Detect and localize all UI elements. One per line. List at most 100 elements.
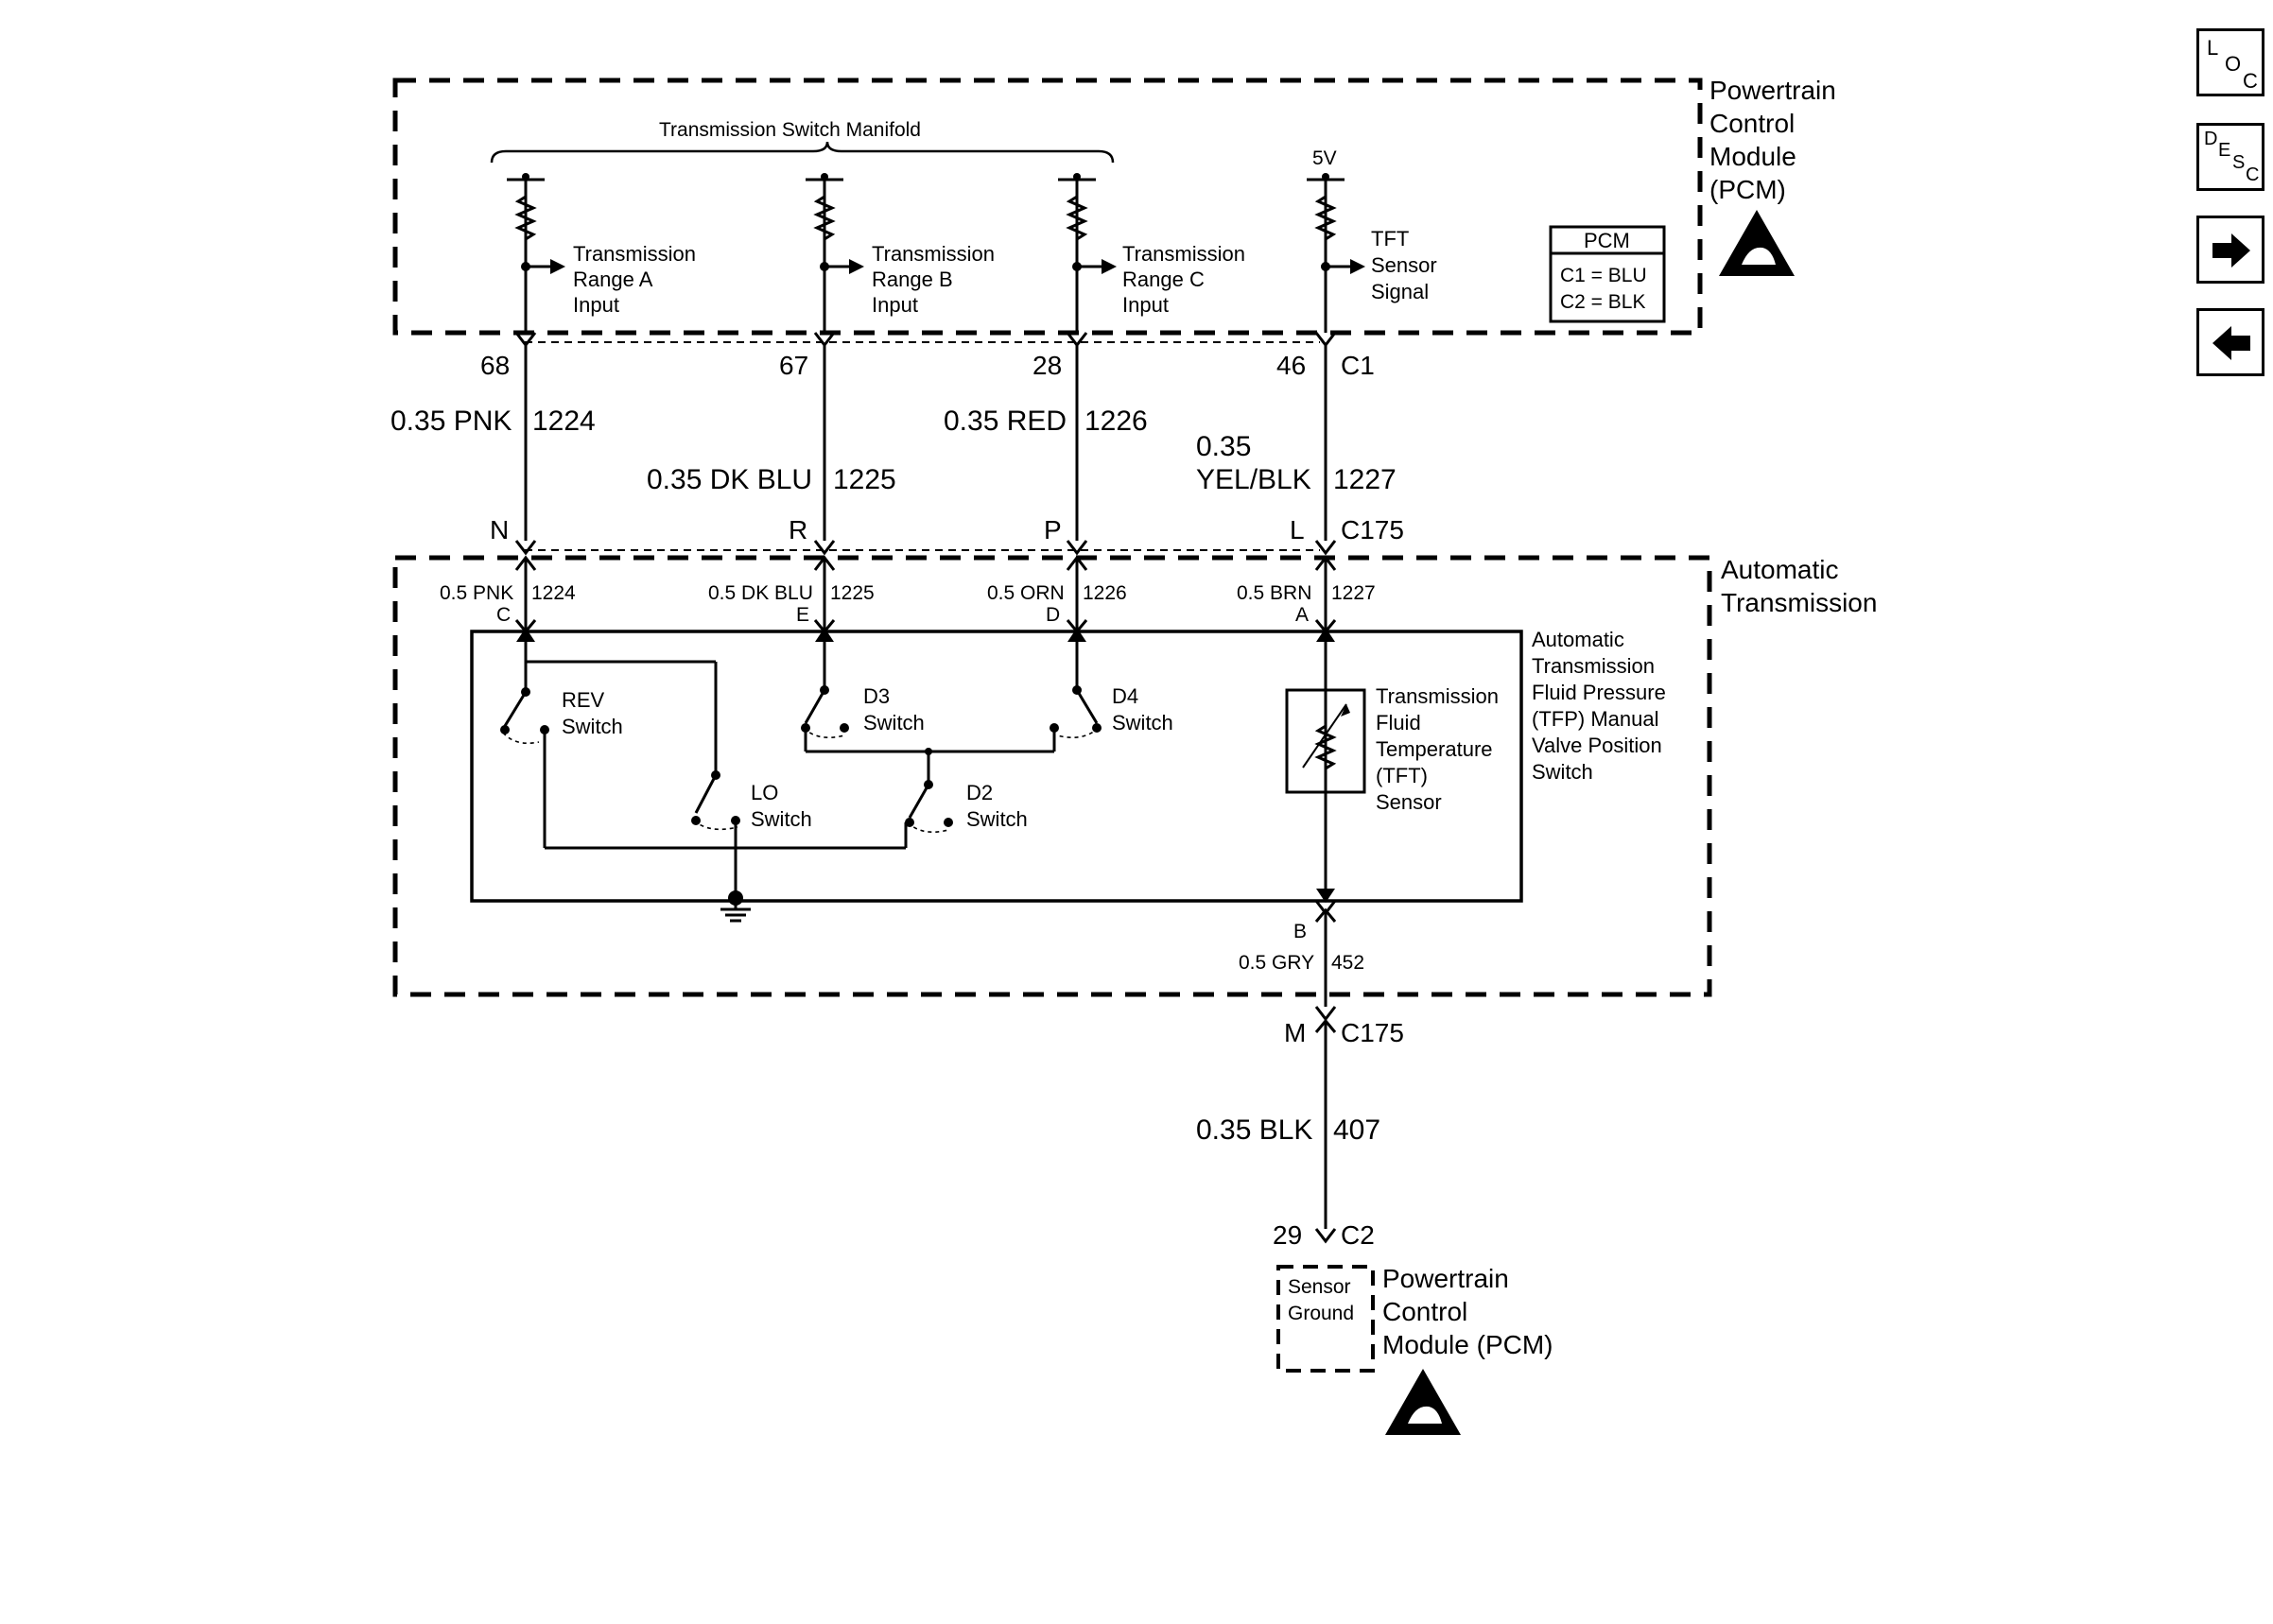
- tft-supply-label: 5V: [1312, 147, 1337, 169]
- trans-wire-1226-circuit: 1226: [1083, 582, 1127, 604]
- transmission-box: [392, 555, 1712, 997]
- esd-warning-icon-bottom: [1385, 1369, 1461, 1435]
- wire-1227-gauge-1: 0.35: [1196, 431, 1251, 462]
- d2-switch-line2: Switch: [966, 807, 1028, 831]
- trans-wire-1227-circuit: 1227: [1331, 582, 1376, 604]
- switch-network: [502, 635, 1366, 923]
- previous-button[interactable]: [2196, 308, 2264, 376]
- sensor-ground-box: [1276, 1265, 1375, 1373]
- tft-sensor-line1: Transmission: [1376, 684, 1499, 708]
- pcm-pin-28: 28: [1032, 351, 1062, 380]
- trans-wire-1224-gauge: 0.5 PNK: [440, 582, 513, 604]
- desc-letter-c: C: [2246, 164, 2260, 185]
- pcm-top-title-1: Powertrain: [1709, 76, 1836, 105]
- c175-pin-n: N: [490, 515, 509, 544]
- trans-wire-1224-pin: C: [496, 604, 511, 626]
- pcm-pin-67: 67: [779, 351, 808, 380]
- d3-switch-line2: Switch: [863, 711, 925, 734]
- trans-wire-1224-circuit: 1224: [531, 582, 576, 604]
- trans-wire-1227-gauge: 0.5 BRN: [1237, 582, 1311, 604]
- c1-label: C1: [1341, 351, 1375, 380]
- trans-title-1: Automatic: [1721, 555, 1839, 584]
- d4-switch-line2: Switch: [1112, 711, 1173, 734]
- input-c-line3: Input: [1122, 293, 1169, 317]
- wire-1224-gauge: 0.35 PNK: [390, 406, 512, 437]
- legend-c1: C1 = BLU: [1560, 265, 1647, 286]
- sensor-ground-line2: Ground: [1288, 1303, 1354, 1324]
- tft-sensor-line5: Sensor: [1376, 790, 1442, 814]
- input-b-line1: Transmission: [872, 242, 995, 266]
- pcm-bottom-title-2: Control: [1382, 1297, 1467, 1326]
- left-arrow-icon: [2212, 326, 2250, 360]
- tfp-switch-line6: Switch: [1532, 760, 1593, 784]
- d2-switch-line1: D2: [966, 781, 993, 804]
- pcm-pin-68: 68: [480, 351, 510, 380]
- tfp-switch-line3: Fluid Pressure: [1532, 681, 1666, 704]
- ground-pin-b: B: [1293, 921, 1307, 942]
- trans-wire-1227-pin: A: [1295, 604, 1309, 626]
- wire-1226-circuit: 1226: [1084, 406, 1148, 437]
- c175-pin-l: L: [1290, 515, 1305, 544]
- manifold-brace: [490, 141, 1115, 164]
- connector-legend-box: [1549, 225, 1666, 323]
- c2-label: C2: [1341, 1220, 1375, 1250]
- legend-c2: C2 = BLK: [1560, 291, 1645, 313]
- tft-sensor-line2: Fluid: [1376, 711, 1421, 734]
- c175-pin-p: P: [1044, 515, 1062, 544]
- wire-1225-gauge: 0.35 DK BLU: [647, 464, 812, 495]
- pcm-top-title-2: Control: [1709, 109, 1795, 138]
- rev-switch-line2: Switch: [562, 715, 623, 738]
- description-button[interactable]: D E S C: [2196, 123, 2264, 191]
- wire-1226-gauge: 0.35 RED: [944, 406, 1067, 437]
- trans-wire-1226-gauge: 0.5 ORN: [987, 582, 1065, 604]
- desc-letter-s: S: [2232, 152, 2246, 173]
- wire-1224-circuit: 1224: [532, 406, 596, 437]
- location-button[interactable]: L O C: [2196, 28, 2264, 96]
- pcm-bottom-title-3: Module (PCM): [1382, 1330, 1553, 1359]
- lo-switch-line2: Switch: [751, 807, 812, 831]
- wire-1225-circuit: 1225: [833, 464, 896, 495]
- desc-letter-e: E: [2218, 140, 2231, 161]
- tfp-switch-line2: Transmission: [1532, 654, 1655, 678]
- input-a-line3: Input: [573, 293, 619, 317]
- loc-letter-l: L: [2207, 36, 2219, 60]
- ground-wire-452-circuit: 452: [1331, 952, 1364, 974]
- legend-title: PCM: [1584, 229, 1630, 252]
- tft-sensor-line4: (TFT): [1376, 764, 1428, 787]
- input-a-line2: Range A: [573, 268, 653, 291]
- lo-switch-line1: LO: [751, 781, 778, 804]
- d3-switch-line1: D3: [863, 684, 890, 708]
- tfp-switch-line1: Automatic: [1532, 628, 1624, 651]
- pcm-bottom-title-1: Powertrain: [1382, 1264, 1509, 1293]
- c175-bottom-label: C175: [1341, 1018, 1404, 1047]
- trans-wire-1226-pin: D: [1046, 604, 1060, 626]
- desc-letter-d: D: [2204, 129, 2218, 149]
- pcm-top-title-3: Module: [1709, 142, 1796, 171]
- trans-wire-1225-circuit: 1225: [830, 582, 875, 604]
- input-c-line2: Range C: [1122, 268, 1205, 291]
- pcm-top-module-box: [392, 78, 1703, 336]
- tfp-switch-line5: Valve Position: [1532, 734, 1662, 757]
- tfp-switch-line4: (TFP) Manual: [1532, 707, 1658, 731]
- c175-top-label: C175: [1341, 515, 1404, 544]
- wire-1227-circuit: 1227: [1333, 464, 1397, 495]
- rev-switch-line1: REV: [562, 688, 605, 712]
- terminal-marks: [514, 332, 1337, 1244]
- sensor-ground-line1: Sensor: [1288, 1276, 1351, 1298]
- tfp-switch-box: [470, 630, 1523, 903]
- trans-title-2: Transmission: [1721, 588, 1877, 617]
- next-button[interactable]: [2196, 216, 2264, 284]
- tft-sensor-line3: Temperature: [1376, 737, 1493, 761]
- pull-up-resistors: [507, 178, 1350, 268]
- esd-warning-icon: [1719, 210, 1795, 276]
- tft-signal-line3: Signal: [1371, 280, 1429, 303]
- tft-signal-line1: TFT: [1371, 227, 1409, 251]
- c175-pin-r: R: [789, 515, 807, 544]
- pcm-pin-29: 29: [1273, 1220, 1302, 1250]
- ground-wire-407-circuit: 407: [1333, 1114, 1380, 1146]
- pcm-pin-46: 46: [1276, 351, 1306, 380]
- d4-switch-line1: D4: [1112, 684, 1138, 708]
- wire-1227-gauge-2: YEL/BLK: [1196, 464, 1311, 495]
- c175-pin-m: M: [1284, 1018, 1306, 1047]
